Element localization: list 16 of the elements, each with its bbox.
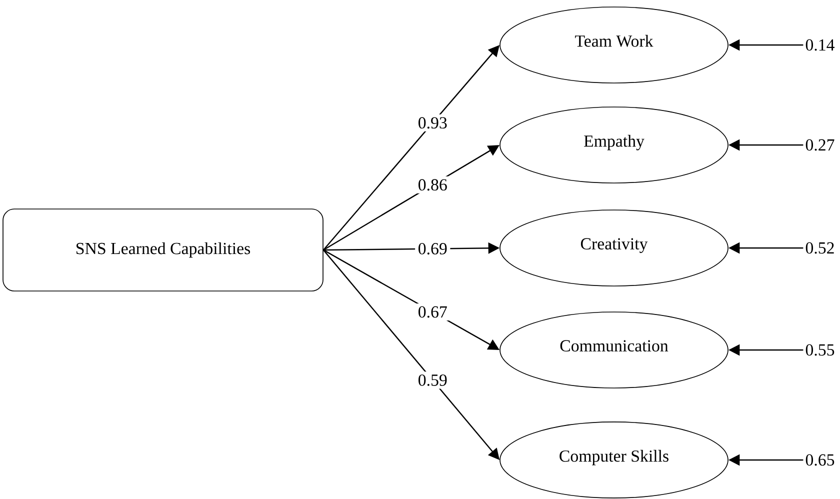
edge-label: 0.59: [415, 372, 450, 389]
error-value: 0.52: [806, 242, 834, 254]
edge-label: 0.86: [415, 176, 450, 194]
error-value: 0.14: [806, 39, 834, 51]
error-value: 0.65: [806, 454, 834, 466]
ellipse-node: Computer Skills: [500, 422, 728, 498]
error-value: 0.55: [806, 344, 834, 356]
error-value: 0.27: [806, 139, 834, 151]
ellipse-node: Empathy: [500, 106, 728, 184]
edge-label: 0.67: [415, 303, 450, 321]
ellipse-node: Creativity: [500, 210, 728, 286]
edge-label: 0.69: [415, 240, 450, 258]
ellipse-node: Team Work: [500, 6, 728, 84]
ellipse-node: Communication: [500, 312, 728, 388]
process-box: SNS Learned Capabilities: [2, 208, 324, 292]
edge-label: 0.93: [415, 114, 450, 132]
